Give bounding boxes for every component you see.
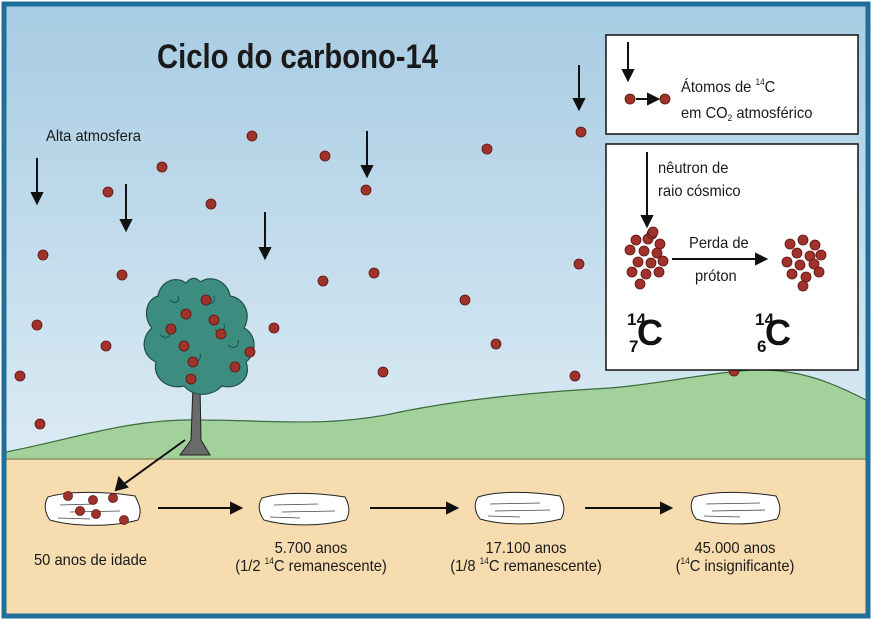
stage-label-5700-years: 5.700 anos (1/2 14C remanescente) bbox=[235, 540, 387, 575]
atom bbox=[268, 322, 280, 334]
atom bbox=[575, 126, 587, 138]
atom bbox=[102, 186, 114, 198]
nucleon bbox=[634, 278, 646, 290]
nucleon bbox=[800, 271, 812, 283]
ground bbox=[6, 458, 867, 616]
tree bbox=[143, 277, 255, 456]
atmospheric-c14-atoms bbox=[14, 126, 740, 430]
atom bbox=[244, 346, 256, 358]
nucleon bbox=[653, 266, 665, 278]
nucleon bbox=[624, 244, 636, 256]
legend-box bbox=[605, 34, 859, 135]
nucleon bbox=[657, 255, 669, 267]
nucleon bbox=[791, 247, 803, 259]
proton-loss-label-line1: Perda de bbox=[689, 235, 749, 252]
atom bbox=[229, 361, 241, 373]
nucleus-particles bbox=[624, 226, 827, 292]
nucleon bbox=[815, 249, 827, 261]
atom bbox=[116, 269, 128, 281]
nucleus-left-symbol: 14 7 C bbox=[627, 310, 663, 356]
hills bbox=[5, 369, 867, 463]
atom bbox=[246, 130, 258, 142]
atom bbox=[108, 493, 118, 503]
nucleon bbox=[626, 266, 638, 278]
atom bbox=[100, 340, 112, 352]
atom bbox=[368, 267, 380, 279]
nucleon bbox=[781, 256, 793, 268]
stage-label-45000-years: 45.000 anos (14C insignificante) bbox=[675, 540, 795, 575]
nucleon bbox=[794, 259, 806, 271]
atom bbox=[490, 338, 502, 350]
atom bbox=[200, 294, 212, 306]
nucleon bbox=[808, 258, 820, 270]
atom bbox=[14, 370, 26, 382]
nucleon bbox=[630, 234, 642, 246]
nucleon bbox=[645, 257, 657, 269]
atom bbox=[459, 294, 471, 306]
atom bbox=[180, 308, 192, 320]
neutron-label-line1: nêutron de bbox=[658, 160, 729, 177]
atom bbox=[208, 314, 220, 326]
neutron-label-line2: raio cósmico bbox=[658, 183, 741, 200]
atom bbox=[481, 143, 493, 155]
atom bbox=[317, 275, 329, 287]
nucleon bbox=[786, 268, 798, 280]
nucleon bbox=[784, 238, 796, 250]
atom bbox=[91, 509, 101, 519]
nucleon bbox=[632, 256, 644, 268]
stage-label-17100-years: 17.100 anos (1/8 14C remanescente) bbox=[450, 540, 602, 575]
atom bbox=[319, 150, 331, 162]
atom bbox=[119, 515, 129, 525]
nucleon bbox=[651, 247, 663, 259]
stage-label-50-years: 50 anos de idade bbox=[34, 552, 147, 569]
nucleon bbox=[813, 266, 825, 278]
atom bbox=[34, 418, 46, 430]
log-c14-atoms bbox=[63, 491, 129, 525]
legend-atoms-line1: Átomos de 14C bbox=[681, 77, 776, 97]
nucleon bbox=[797, 280, 809, 292]
atom bbox=[569, 370, 581, 382]
atom bbox=[185, 373, 197, 385]
atom bbox=[360, 184, 372, 196]
atom bbox=[187, 356, 199, 368]
nucleon bbox=[654, 238, 666, 250]
upper-atmosphere-label: Alta atmosfera bbox=[46, 128, 141, 145]
atom bbox=[573, 258, 585, 270]
decay-arrows bbox=[158, 501, 674, 515]
atom bbox=[215, 328, 227, 340]
cosmic-ray-arrows bbox=[30, 65, 586, 261]
nucleon bbox=[640, 268, 652, 280]
atom bbox=[63, 491, 73, 501]
atom bbox=[31, 319, 43, 331]
nucleus-right-symbol: 14 6 C bbox=[755, 310, 791, 356]
nucleon bbox=[809, 239, 821, 251]
legend-atoms-line2: em CO2 atmosférico bbox=[681, 105, 813, 123]
atom bbox=[377, 366, 389, 378]
diagram-title: Ciclo do carbono-14 bbox=[157, 38, 439, 76]
atom bbox=[205, 198, 217, 210]
nucleon bbox=[638, 245, 650, 257]
atom bbox=[178, 340, 190, 352]
proton-loss-label-line2: próton bbox=[695, 268, 737, 285]
atom bbox=[88, 495, 98, 505]
atom bbox=[37, 249, 49, 261]
atom bbox=[75, 506, 85, 516]
nucleon bbox=[797, 234, 809, 246]
atom bbox=[156, 161, 168, 173]
nucleon bbox=[647, 226, 659, 238]
atom bbox=[165, 323, 177, 335]
